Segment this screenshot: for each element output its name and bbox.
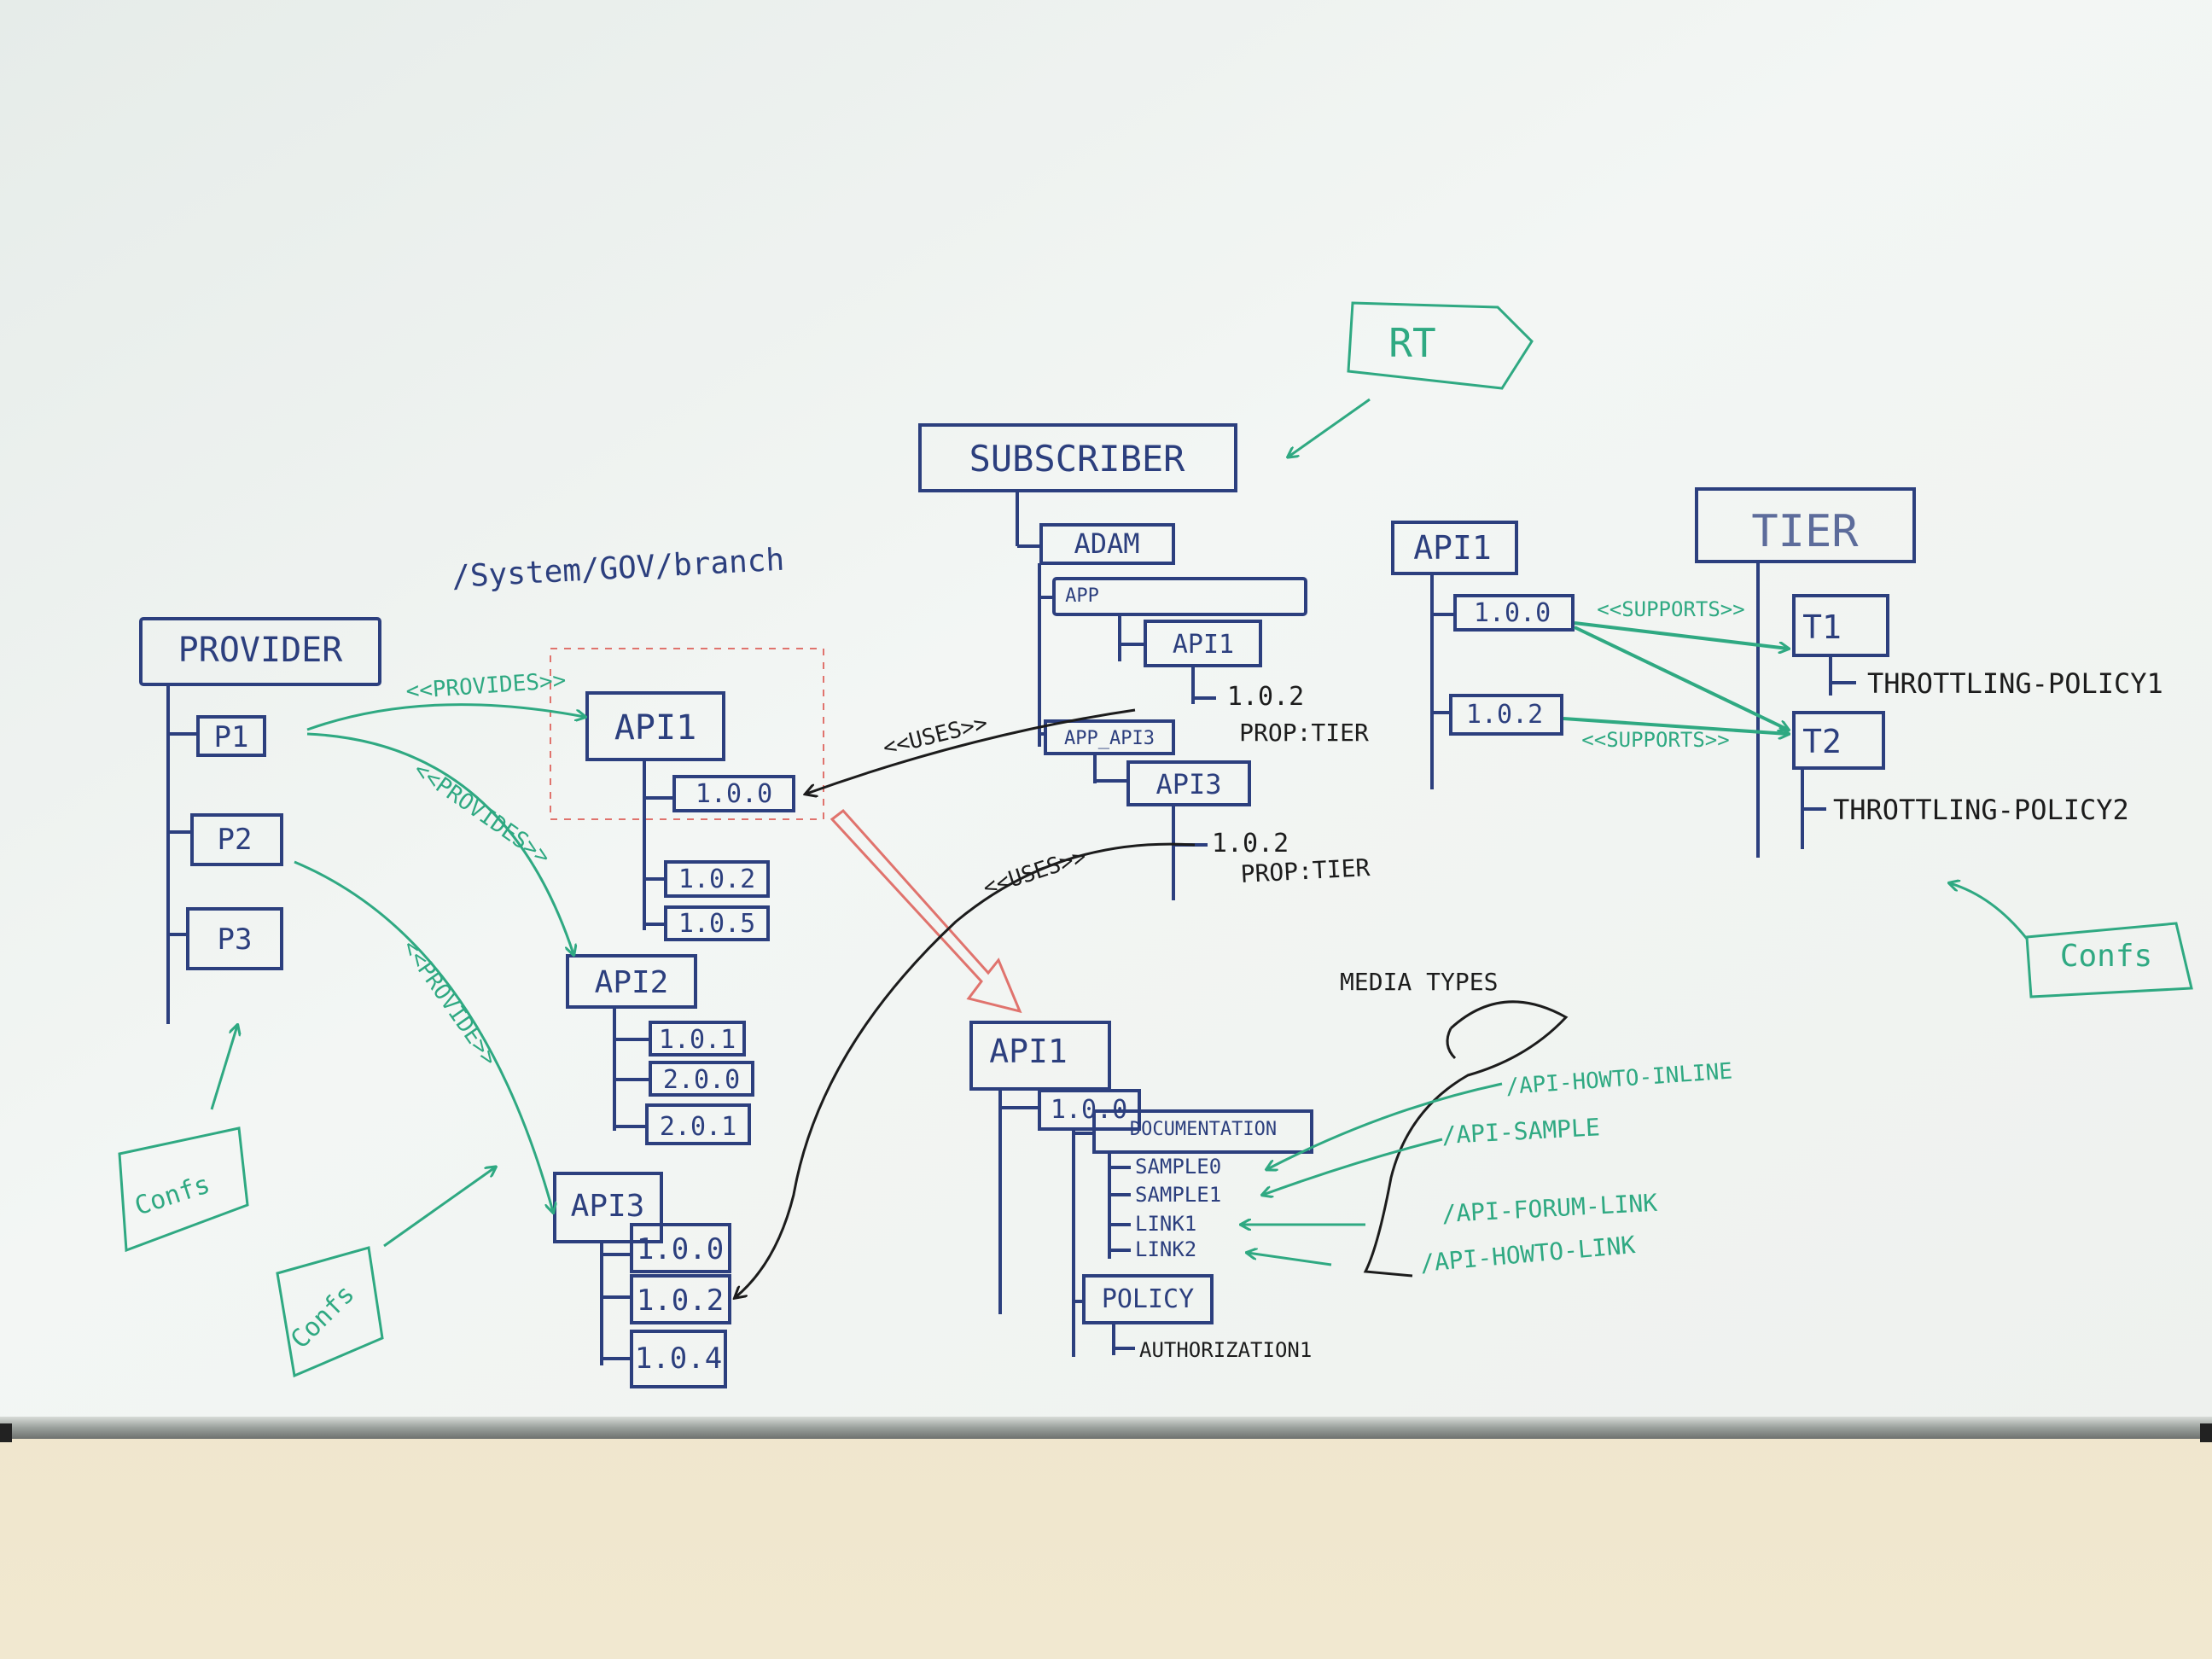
p1-label: P1 <box>214 720 249 754</box>
confs-c-box <box>1950 883 2193 998</box>
v102-b-label: 1.0.2 <box>1212 829 1289 859</box>
api3-left-label: API3 <box>571 1189 645 1224</box>
supports-1-label: <<SUPPORTS>> <box>1597 597 1744 621</box>
api1-left-label: API1 <box>614 708 696 748</box>
api1-doc-v100: 1.0.0 <box>1051 1095 1127 1125</box>
tier-label: TIER <box>1751 506 1859 557</box>
t2-label: T2 <box>1802 723 1842 760</box>
api1-left-v102: 1.0.2 <box>678 864 755 894</box>
sample1-label: SAMPLE1 <box>1135 1183 1221 1207</box>
subscriber-label: SUBSCRIBER <box>969 438 1186 480</box>
marker-tray <box>0 1417 2212 1439</box>
provider-group <box>139 617 381 1024</box>
api3-sub-label: API3 <box>1155 768 1221 800</box>
t1-label: T1 <box>1802 608 1842 646</box>
api1-right-label: API1 <box>1413 529 1492 567</box>
v102-a-label: 1.0.2 <box>1227 682 1304 712</box>
provides-arrows <box>294 703 585 1212</box>
uses-arrows <box>736 708 1196 1297</box>
red-hollow-arrow <box>830 808 1022 1014</box>
api1-left-tree <box>585 691 795 941</box>
prop-tier-a-label: PROP:TIER <box>1239 719 1369 747</box>
red-dashed-selection <box>550 648 824 820</box>
api1-left-v100: 1.0.0 <box>696 779 772 809</box>
media-arrows <box>1242 1082 1503 1266</box>
policy1-label: THROTTLING-POLICY1 <box>1867 667 2163 700</box>
api1-doc-tree <box>969 1021 1313 1357</box>
tray-end-right <box>2200 1423 2212 1442</box>
api1-sub-label: API1 <box>1173 630 1234 660</box>
api2-label: API2 <box>595 965 669 1000</box>
whiteboard <box>0 0 2212 1421</box>
tier-tree <box>1695 487 1916 858</box>
api1-right-v100: 1.0.0 <box>1474 598 1551 628</box>
rt-box <box>1289 301 1534 457</box>
api3-left-v104: 1.0.4 <box>635 1342 722 1376</box>
confs-b-box <box>276 1167 495 1378</box>
api2-v201: 2.0.1 <box>660 1112 736 1142</box>
p3-label: P3 <box>218 923 253 957</box>
api2-v200: 2.0.0 <box>663 1065 740 1095</box>
app-label: APP <box>1065 585 1099 607</box>
p2-label: P2 <box>218 823 253 857</box>
confs-c-label: Confs <box>2060 939 2152 974</box>
rt-label: RT <box>1388 320 1435 366</box>
api2-tree <box>566 954 754 1145</box>
adam-label: ADAM <box>1074 527 1139 560</box>
api3-left-v102: 1.0.2 <box>637 1284 724 1318</box>
api2-v101: 1.0.1 <box>659 1025 736 1055</box>
app-api-label: APP_API3 <box>1064 728 1155 749</box>
tray-end-left <box>0 1423 12 1442</box>
api1-right-v102: 1.0.2 <box>1466 700 1543 730</box>
link2-label: LINK2 <box>1135 1237 1196 1261</box>
media-label: MEDIA TYPES <box>1340 968 1498 996</box>
api1-doc-label: API1 <box>989 1033 1068 1070</box>
api1-right-tree <box>1391 521 1575 789</box>
media-brace <box>1363 1000 1569 1278</box>
confs-a-box <box>118 1026 249 1253</box>
api3-left-v100: 1.0.0 <box>637 1232 724 1266</box>
policy-label: POLICY <box>1102 1284 1194 1314</box>
sample0-label: SAMPLE0 <box>1135 1155 1221 1179</box>
provider-label: PROVIDER <box>178 631 344 670</box>
supports-arrows <box>1563 621 1788 734</box>
link1-label: LINK1 <box>1135 1212 1196 1236</box>
policy2-label: THROTTLING-POLICY2 <box>1833 794 2129 826</box>
documentation-label: DOCUMENTATION <box>1130 1119 1277 1140</box>
prop-tier-b-label: PROP:TIER <box>1240 853 1371 888</box>
supports-2-label: <<SUPPORTS>> <box>1581 728 1729 752</box>
authorization-label: AUTHORIZATION1 <box>1139 1338 1312 1362</box>
api1-left-v105: 1.0.5 <box>678 909 755 939</box>
